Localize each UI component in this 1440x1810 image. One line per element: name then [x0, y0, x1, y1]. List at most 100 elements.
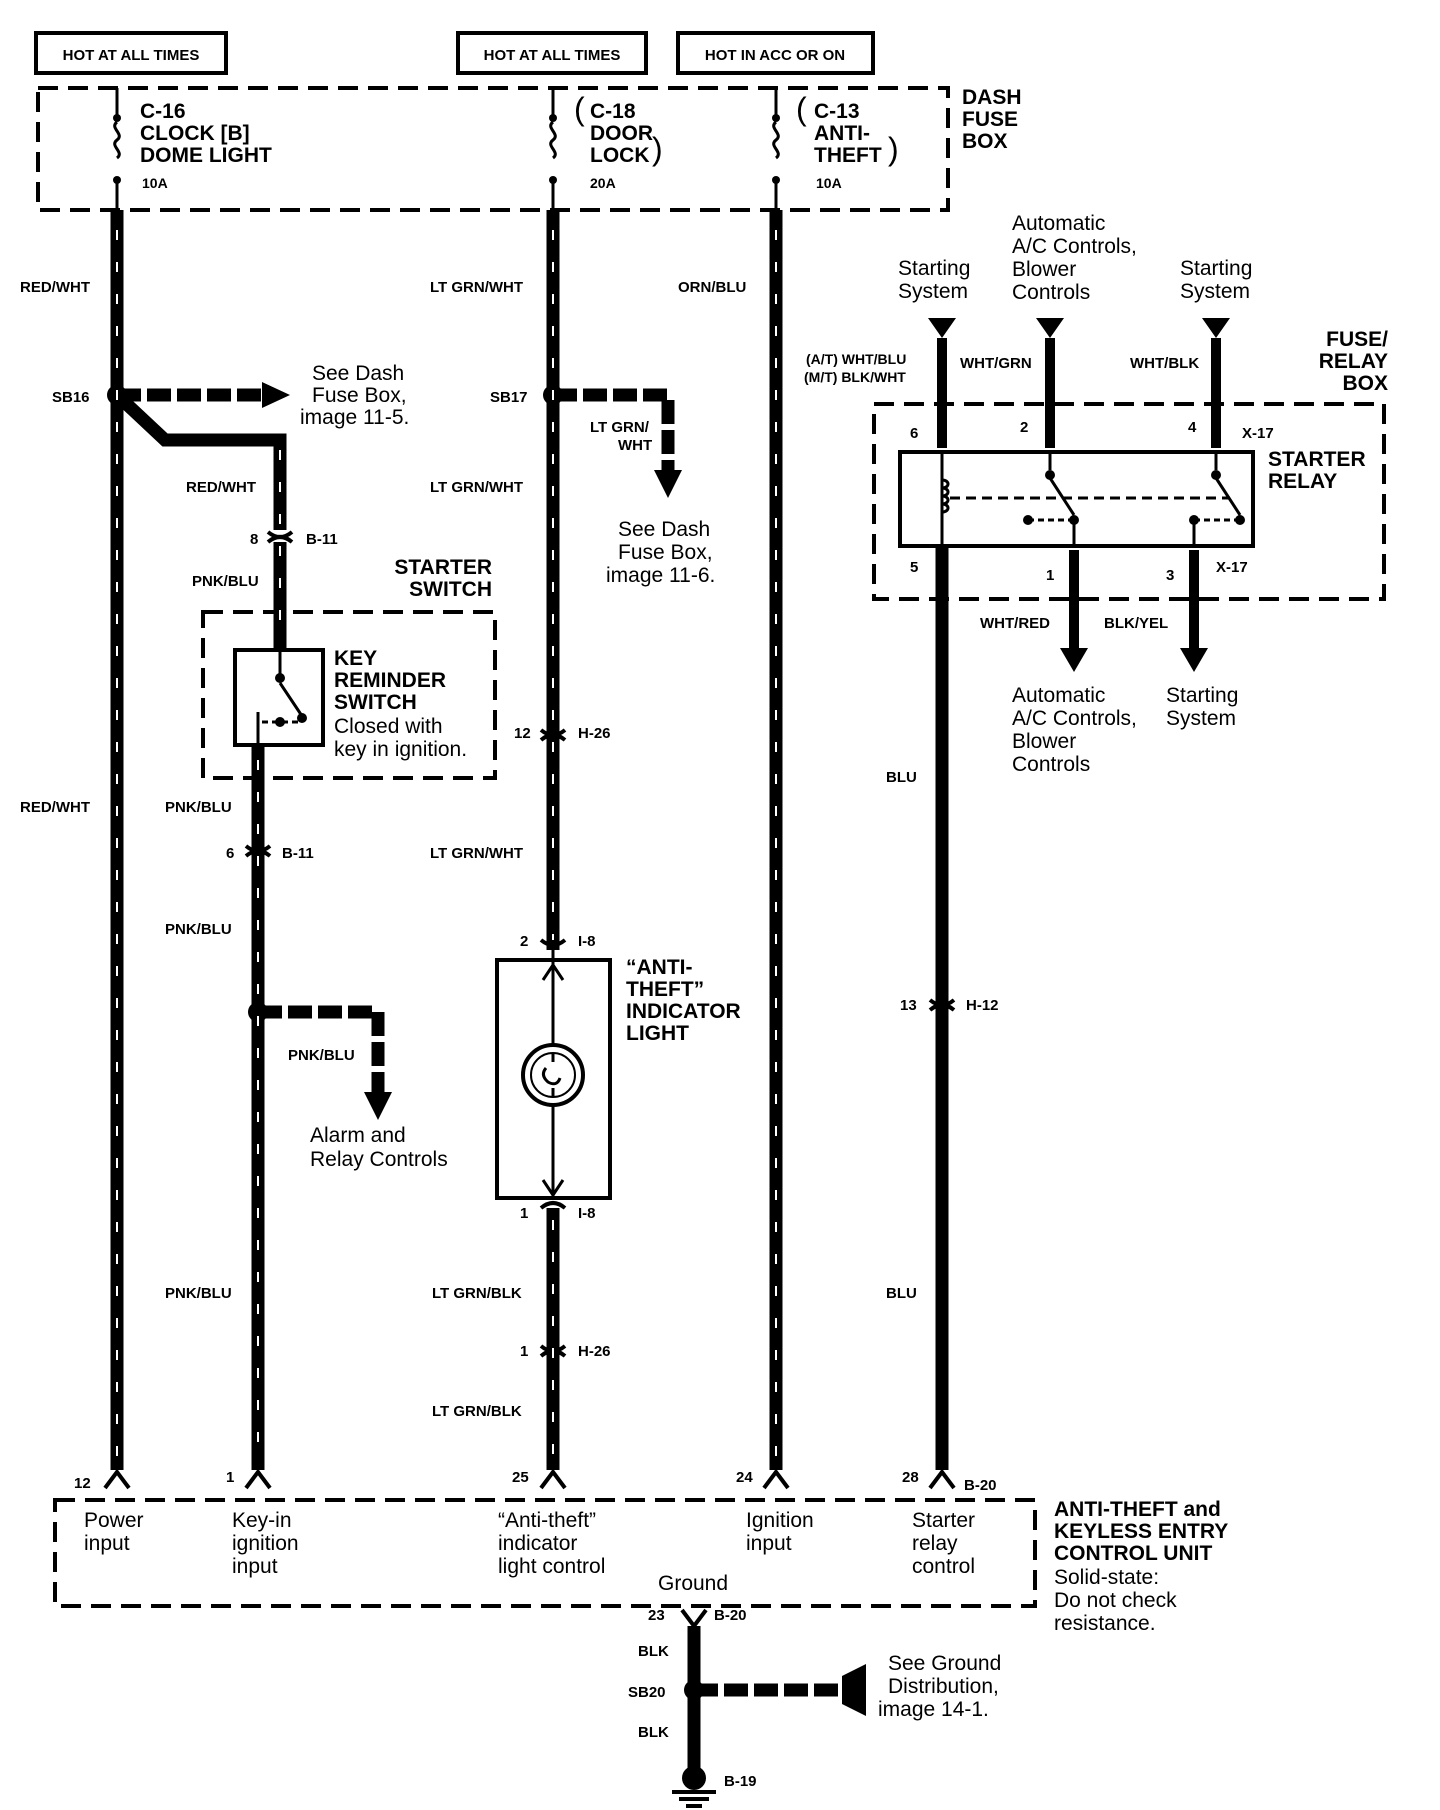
wire-label-lt-grn-wht-2: LT GRN/WHT [430, 479, 523, 496]
ref-dash-fuse-2-line1: See Dash [618, 518, 710, 541]
starter-switch-title-2: SWITCH [409, 578, 492, 601]
wire-label-lt-grn-blk-1: LT GRN/BLK [432, 1285, 522, 1302]
ref-ac-top-2: A/C Controls, [1012, 235, 1137, 258]
header-hot-at-all-times-2: HOT AT ALL TIMES [456, 31, 648, 75]
wire-label-pnk-blu-3: PNK/BLU [165, 921, 232, 938]
ref-dash-fuse-2-line2: Fuse Box, [618, 541, 713, 564]
anti-theft-control-unit: Power input Key-in ignition input “Anti-… [53, 1498, 1228, 1635]
connector-b11-pin8 [266, 530, 294, 544]
control-unit-title-2: KEYLESS ENTRY [1054, 1520, 1228, 1543]
wire-label-mt: (M/T) BLK/WHT [804, 369, 906, 385]
key-reminder-note-2: key in ignition. [334, 738, 467, 761]
key-reminder-note-1: Closed with [334, 715, 443, 738]
control-unit-note-1: Solid-state: [1054, 1566, 1159, 1589]
ref-ac-bottom-4: Controls [1012, 753, 1090, 776]
starter-relay-title-1: STARTER [1268, 448, 1366, 471]
svg-text:): ) [652, 131, 663, 167]
connector-h12: H-12 [966, 997, 999, 1014]
pin-1-b20: 1 [226, 1469, 234, 1486]
pin-12-b20: 12 [74, 1475, 91, 1492]
pin-1-h26: 1 [520, 1343, 528, 1360]
ref-start-bottom-1: Starting [1166, 684, 1238, 707]
wire-label-pnk-blu-5: PNK/BLU [165, 1285, 232, 1302]
wire-label-at: (A/T) WHT/BLU [806, 351, 906, 367]
fuse-c18-line2: LOCK [590, 144, 650, 167]
key-reminder-title-2: REMINDER [334, 669, 446, 692]
pin-23-b20: 23 [648, 1607, 665, 1624]
wire-label-blk-1: BLK [638, 1643, 669, 1660]
svg-text:): ) [888, 131, 899, 167]
input-indicator-1: “Anti-theft” [498, 1509, 596, 1532]
wire-label-lt-grn-wht-branch-2: WHT [618, 437, 652, 454]
wire-label-wht-grn: WHT/GRN [960, 355, 1032, 372]
connector-h26-b: H-26 [578, 1343, 611, 1360]
ref-start-top1-1: Starting [898, 257, 970, 280]
wire-pnk-blu [244, 745, 392, 1470]
svg-text:(: ( [796, 91, 807, 127]
ref-dash-fuse-2-line3: image 11-6. [606, 564, 715, 587]
wire-label-lt-grn-wht-branch-1: LT GRN/ [590, 419, 650, 436]
ref-ground-3: image 14-1. [878, 1698, 989, 1721]
relay-input-wires [928, 318, 1230, 448]
header-label: HOT IN ACC OR ON [705, 47, 845, 64]
connector-x17-b: X-17 [1216, 559, 1248, 576]
ref-start-top2-2: System [1180, 280, 1250, 303]
svg-text:(: ( [574, 91, 585, 127]
pin-2-x17: 2 [1020, 419, 1028, 436]
connector-b20-b: B-20 [714, 1607, 747, 1624]
control-unit-note-3: resistance. [1054, 1612, 1156, 1635]
splice-sb20: SB20 [628, 1684, 666, 1701]
ref-alarm-2: Relay Controls [310, 1148, 448, 1171]
wire-label-wht-blk: WHT/BLK [1130, 355, 1199, 372]
pin-13-h12: 13 [900, 997, 917, 1014]
pin-28-b20: 28 [902, 1469, 919, 1486]
fuse-relay-title-1: FUSE/ [1326, 328, 1388, 351]
pin-8: 8 [250, 531, 258, 548]
fuse-c13-line1: ANTI- [814, 122, 870, 145]
connector-h26-a: H-26 [578, 725, 611, 742]
fuse-c18-line1: DOOR [590, 122, 653, 145]
connector-b11-b: B-11 [282, 845, 314, 862]
input-keyin-3: input [232, 1555, 278, 1578]
input-starter-1: Starter [912, 1509, 975, 1532]
pin-6-b11: 6 [226, 845, 234, 862]
fuse-c16-line2: DOME LIGHT [140, 144, 272, 167]
ref-start-top1-2: System [898, 280, 968, 303]
fuse-c16-amp: 10A [142, 175, 168, 191]
ref-dash-fuse-1-line2: Fuse Box, [312, 384, 407, 407]
starter-switch-title-1: STARTER [394, 556, 492, 579]
fuse-c18-amp: 20A [590, 175, 616, 191]
input-power-2: input [84, 1532, 130, 1555]
control-unit-title-1: ANTI-THEFT and [1054, 1498, 1221, 1521]
connector-i8-a: I-8 [578, 933, 596, 950]
ref-start-bottom-2: System [1166, 707, 1236, 730]
header-hot-at-all-times-1: HOT AT ALL TIMES [34, 31, 228, 75]
wire-label-blk-2: BLK [638, 1724, 669, 1741]
dash-fuse-box-title-3: BOX [962, 130, 1008, 153]
starter-relay: STARTER RELAY [898, 448, 1366, 548]
wire-stripes [116, 230, 777, 1460]
ref-start-top2-1: Starting [1180, 257, 1252, 280]
control-unit-note-2: Do not check [1054, 1589, 1177, 1612]
ref-ground-1: See Ground [888, 1652, 1001, 1675]
connector-x17-a: X-17 [1242, 425, 1274, 442]
fuse-c13-id: C-13 [814, 100, 860, 123]
fuse-c13-line2: THEFT [814, 144, 882, 167]
input-indicator-3: light control [498, 1555, 605, 1578]
input-power-1: Power [84, 1509, 144, 1532]
indicator-title-2: THEFT” [626, 978, 704, 1001]
wire-label-pnk-blu-2: PNK/BLU [165, 799, 232, 816]
dash-fuse-box-title-2: FUSE [962, 108, 1018, 131]
fuse-c16-line1: CLOCK [B] [140, 122, 250, 145]
splice-sb16: SB16 [52, 389, 90, 406]
indicator-title-3: INDICATOR [626, 1000, 741, 1023]
ground-symbol [672, 1766, 716, 1808]
pin-4-x17: 4 [1188, 419, 1197, 436]
pin-2-i8: 2 [520, 933, 528, 950]
ref-dash-fuse-1-line1: See Dash [312, 362, 404, 385]
fuse-relay-box: FUSE/ RELAY BOX [872, 328, 1388, 601]
pin-24-b20: 24 [736, 1469, 753, 1486]
wire-label-lt-grn-blk-2: LT GRN/BLK [432, 1403, 522, 1420]
ref-ac-top-3: Blower [1012, 258, 1076, 281]
